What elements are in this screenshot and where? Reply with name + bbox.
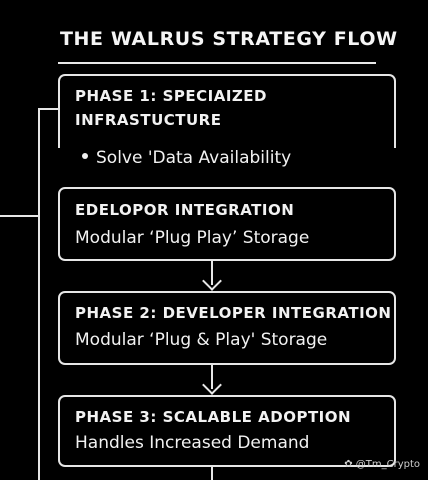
phase3-subtitle: Handles Increased Demand [75, 433, 310, 453]
phase1-box [58, 74, 396, 148]
phase1-heading-line1: PHASE 1: SPECIAIZED [75, 87, 267, 105]
arrow-down-icon [202, 375, 222, 395]
phase2-box [58, 291, 396, 365]
watermark: ✿ @Tm_Crypto [344, 459, 420, 470]
phase1-bullet-text: Solve 'Data Availability [96, 148, 292, 168]
phase3-box [58, 395, 396, 467]
phase1-bullet: Solve 'Data Availability [82, 148, 291, 168]
spine-connector-phase1 [38, 108, 60, 110]
phase1-heading-line2: INFRASTUCTURE [75, 111, 222, 129]
diagram-title: THE WALRUS STRATEGY FLOW [60, 28, 398, 50]
watermark-icon: ✿ [344, 459, 356, 470]
phase2-heading: PHASE 2: DEVELOPER INTEGRATION [75, 304, 392, 322]
arrow2-shaft [211, 365, 213, 389]
spine-branch-left [0, 215, 38, 217]
arrow1-shaft [211, 261, 213, 285]
phase3-heading: PHASE 3: SCALABLE ADOPTION [75, 408, 352, 426]
integration-box [58, 187, 396, 261]
left-spine [38, 108, 40, 480]
bullet-dot-icon [82, 153, 88, 159]
arrow-down-icon [202, 271, 222, 291]
watermark-text: @Tm_Crypto [355, 459, 420, 470]
phase2-subtitle: Modular ‘Plug & Play' Storage [75, 330, 328, 350]
integration-subtitle: Modular ‘Plug Play’ Storage [75, 228, 310, 248]
arrow3-shaft [211, 467, 213, 480]
title-underline [58, 62, 376, 64]
integration-heading: EDELOPOR INTEGRATION [75, 201, 295, 219]
